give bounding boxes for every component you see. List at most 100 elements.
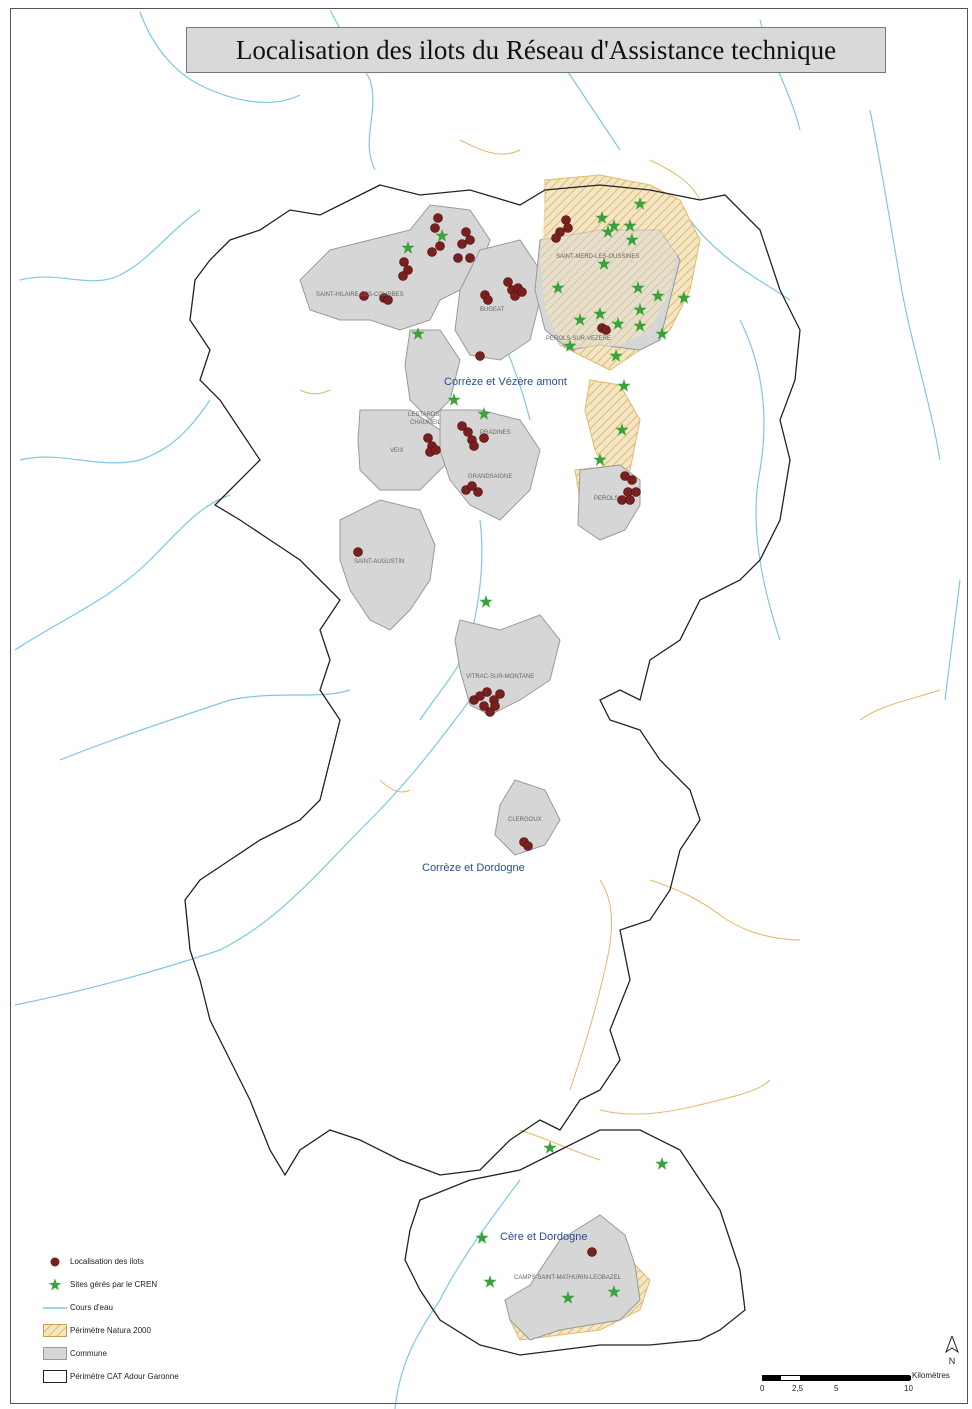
site-marker	[611, 317, 625, 330]
legend-label: Commune	[70, 1349, 107, 1358]
commune-label: SAINT-AUGUSTIN	[354, 559, 405, 565]
legend-row-ilots: Localisation des ilots	[40, 1250, 270, 1273]
ilot-marker	[435, 241, 445, 251]
site-marker	[595, 211, 609, 224]
region-label-cere: Cère et Dordogne	[500, 1231, 588, 1243]
ilot-marker	[359, 291, 369, 301]
ilot-marker	[623, 487, 633, 497]
commune-label: BUGEAT	[480, 307, 505, 313]
site-marker	[563, 339, 577, 352]
site-marker	[655, 1157, 669, 1170]
site-marker	[677, 291, 691, 304]
ilot-marker	[457, 421, 467, 431]
ilot-marker	[383, 295, 393, 305]
ilot-marker	[517, 287, 527, 297]
legend-row-sites: Sites gérés par le CREN	[40, 1273, 270, 1296]
commune-swatch-icon	[40, 1347, 70, 1360]
site-marker	[475, 1231, 489, 1244]
site-marker	[479, 595, 493, 608]
outline-swatch-icon	[40, 1370, 70, 1383]
title-box: Localisation des ilots du Réseau d'Assis…	[186, 27, 886, 73]
commune-label: LESTARDS	[408, 412, 440, 418]
ilot-marker	[423, 433, 433, 443]
site-marker	[411, 327, 425, 340]
ilot-marker	[482, 687, 492, 697]
ilot-marker	[563, 223, 573, 233]
site-marker	[483, 1275, 497, 1288]
ilot-marker	[465, 253, 475, 263]
ilots-layer	[353, 213, 641, 1257]
region-label-dordogne: Corrèze et Dordogne	[422, 862, 525, 874]
site-marker	[617, 379, 631, 392]
legend-row-cat: Périmètre CAT Adour Garonne	[40, 1365, 270, 1388]
river-line-icon	[40, 1305, 70, 1311]
ilot-marker	[503, 277, 513, 287]
site-marker	[561, 1291, 575, 1304]
site-marker	[633, 319, 647, 332]
site-marker	[543, 1141, 557, 1154]
site-marker	[435, 229, 449, 242]
commune-camps	[504, 1214, 641, 1341]
site-marker	[623, 219, 637, 232]
ilot-marker	[625, 495, 635, 505]
page-title: Localisation des ilots du Réseau d'Assis…	[235, 34, 837, 65]
star-icon	[40, 1278, 70, 1292]
commune-label: CHAUMEIL	[410, 420, 442, 426]
legend: Localisation des ilots Sites gérés par l…	[40, 1250, 270, 1388]
commune-vitrac-sur-montane	[454, 614, 561, 716]
ilot-marker	[457, 239, 467, 249]
site-marker	[633, 197, 647, 210]
site-marker	[631, 281, 645, 294]
ilot-marker	[469, 441, 479, 451]
legend-row-commune: Commune	[40, 1342, 270, 1365]
commune-label: PEROLS	[594, 496, 619, 502]
natura-overlay	[540, 190, 680, 350]
ilot-marker	[453, 253, 463, 263]
ilot-marker	[427, 247, 437, 257]
legend-row-rivers: Cours d'eau	[40, 1296, 270, 1319]
commune-label: PEROLS-SUR-VEZERE	[546, 336, 612, 342]
site-marker	[593, 307, 607, 320]
scale-bar-graphic	[762, 1375, 911, 1381]
site-marker	[607, 1285, 621, 1298]
north-arrow-icon	[944, 1334, 960, 1354]
rivers	[14, 9, 961, 1409]
commune-label: SAINT-MERD-LES-OUSSINES	[556, 254, 640, 260]
scale-unit: Kilomètres	[912, 1371, 950, 1380]
ilot-marker	[475, 351, 485, 361]
north-arrow: N	[944, 1334, 960, 1366]
commune-saint-augustin	[339, 499, 436, 631]
ilot-marker	[463, 427, 473, 437]
ilot-marker	[587, 1247, 597, 1257]
legend-row-natura: Périmètre Natura 2000	[40, 1319, 270, 1342]
north-label: N	[948, 1356, 956, 1366]
ilot-marker	[398, 271, 408, 281]
sites-layer	[401, 197, 691, 1304]
ilot-marker	[485, 707, 495, 717]
commune-bugeat	[454, 239, 541, 361]
region-label-vezere: Corrèze et Vézère amont	[444, 376, 567, 388]
legend-label: Sites gérés par le CREN	[70, 1280, 158, 1289]
legend-label: Localisation des ilots	[70, 1257, 144, 1266]
cat-perimeter	[184, 184, 801, 1356]
ilot-marker	[461, 227, 471, 237]
commune-label: CAMPS-SAINT-MATHURIN-LEOBAZEL	[514, 1275, 621, 1281]
ilot-marker	[523, 841, 533, 851]
legend-label: Cours d'eau	[70, 1303, 113, 1312]
site-marker	[597, 257, 611, 270]
scale-tick: 2,5	[792, 1384, 804, 1393]
site-marker	[609, 349, 623, 362]
legend-label: Périmètre Natura 2000	[70, 1326, 151, 1335]
site-marker	[651, 289, 665, 302]
site-marker	[593, 453, 607, 466]
commune-label: GRANDSAIGNE	[468, 474, 513, 480]
commune-chaumeil	[404, 329, 461, 421]
site-marker	[633, 303, 647, 316]
site-marker	[573, 313, 587, 326]
ilot-marker	[473, 487, 483, 497]
site-marker	[607, 219, 621, 232]
ilot-marker	[430, 223, 440, 233]
ilot-marker	[399, 257, 409, 267]
site-marker	[615, 423, 629, 436]
ilot-marker	[483, 295, 493, 305]
